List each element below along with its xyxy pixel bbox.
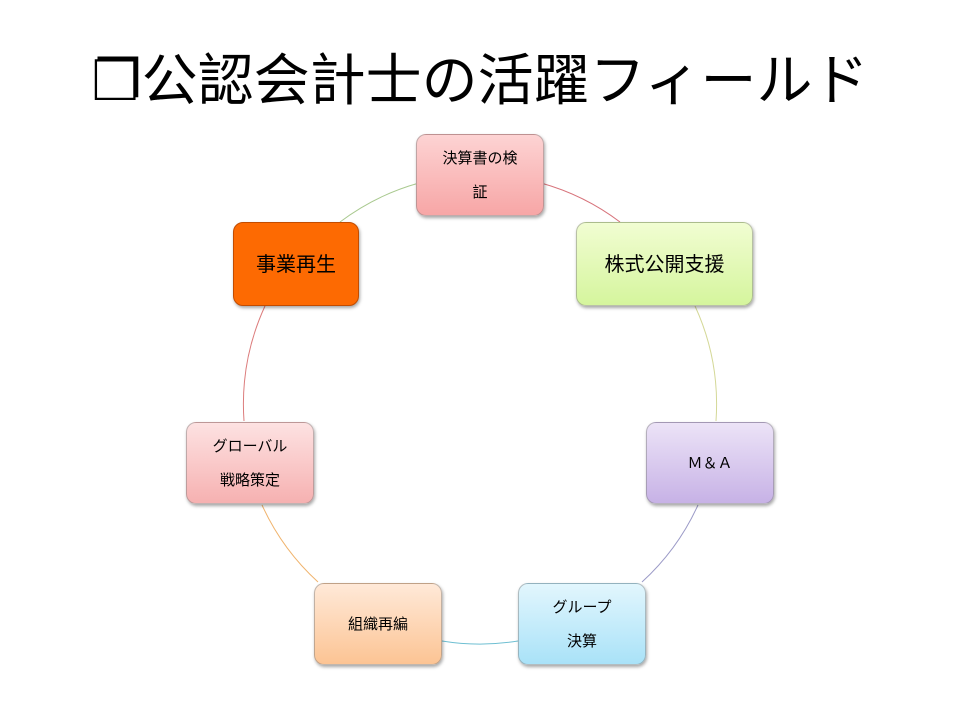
node-financial-statement-audit: 決算書の検 証 [416, 134, 544, 216]
node-global-strategy: グローバル 戦略策定 [186, 422, 314, 504]
connector-ma-group [641, 504, 699, 583]
node-label-line: Ｍ＆Ａ [687, 454, 733, 472]
connector-ipo-ma [694, 305, 718, 422]
node-ipo-support: 株式公開支援 [576, 222, 753, 306]
connector-revival-verify [339, 182, 420, 223]
connector-group-reorg [441, 640, 519, 645]
node-label-line: 戦略策定 [219, 471, 280, 489]
node-business-revival: 事業再生 [233, 222, 359, 306]
node-label-line: 決算書の検 [442, 149, 518, 167]
node-reorganization: 組織再編 [314, 583, 442, 665]
node-label-line: 証 [472, 183, 488, 201]
node-label-line: グローバル [212, 437, 288, 455]
connector-verify-ipo [540, 182, 621, 223]
node-label-line: 株式公開支援 [604, 252, 725, 276]
connector-reorg-global [261, 504, 319, 583]
connector-global-revival [242, 305, 266, 422]
node-m-and-a: Ｍ＆Ａ [646, 422, 774, 504]
node-label-line: 決算 [566, 632, 597, 650]
node-label-line: 組織再編 [347, 615, 408, 633]
slide-title: ❐公認会計士の活躍フィールド [91, 49, 869, 114]
node-label-line: グループ [552, 598, 612, 616]
node-label-line: 事業再生 [256, 252, 336, 276]
node-group-accounts: グループ 決算 [518, 583, 646, 665]
